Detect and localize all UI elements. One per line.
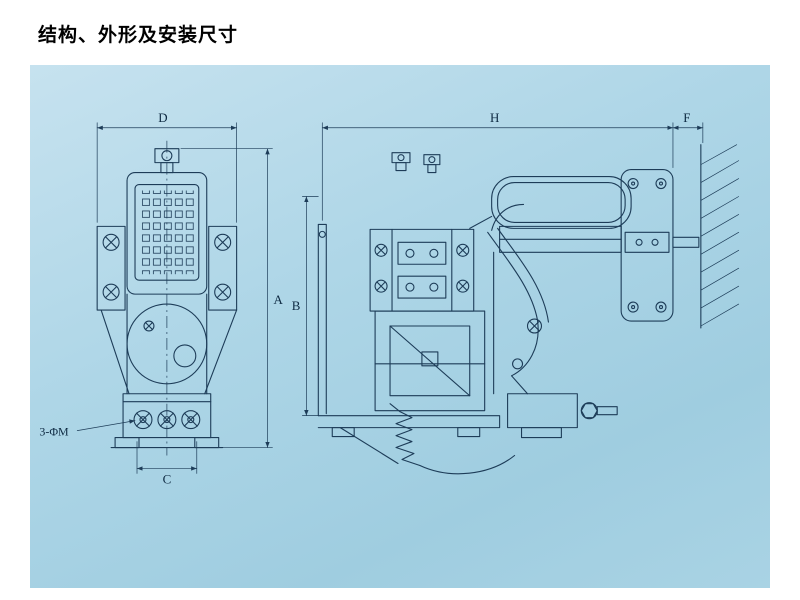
dim-label-a: A <box>273 292 283 307</box>
side-view: H F B <box>292 110 740 475</box>
front-view: D A C 3-ΦM <box>39 110 283 487</box>
arc-chute <box>126 172 208 295</box>
dimension-d: D <box>96 110 237 223</box>
left-bracket <box>96 225 126 311</box>
dim-label-c: C <box>163 471 172 486</box>
dim-label-h: H <box>490 110 499 125</box>
magnet-frame <box>374 310 486 412</box>
lower-bracket <box>507 393 618 439</box>
thread-note: 3-ΦM <box>39 419 136 439</box>
dimension-h: H <box>321 110 674 221</box>
technical-drawing: D A C 3-ΦM <box>39 110 740 487</box>
top-loop <box>469 176 632 229</box>
dimension-c: C <box>136 441 198 486</box>
side-base <box>317 223 501 465</box>
support-arm <box>493 225 622 395</box>
top-bolts <box>391 152 441 174</box>
dimension-b: B <box>292 196 319 417</box>
wall-hatching <box>700 144 740 329</box>
armature-lever <box>487 203 549 395</box>
dim-label-d: D <box>158 110 167 125</box>
dimension-a: A <box>180 148 283 448</box>
mechanism-front <box>100 293 238 395</box>
dimension-f: F <box>672 110 704 144</box>
contact-block <box>369 228 475 312</box>
base-front <box>110 393 224 449</box>
drawing-panel: D A C 3-ΦM <box>30 65 770 588</box>
right-bracket <box>208 225 238 311</box>
return-spring <box>389 403 516 475</box>
dim-label-b: B <box>292 298 301 313</box>
dim-label-f: F <box>683 110 690 125</box>
thread-note-label: 3-ΦM <box>39 425 69 439</box>
page-title: 结构、外形及安装尺寸 <box>38 24 239 46</box>
mounting-plate <box>620 169 700 322</box>
